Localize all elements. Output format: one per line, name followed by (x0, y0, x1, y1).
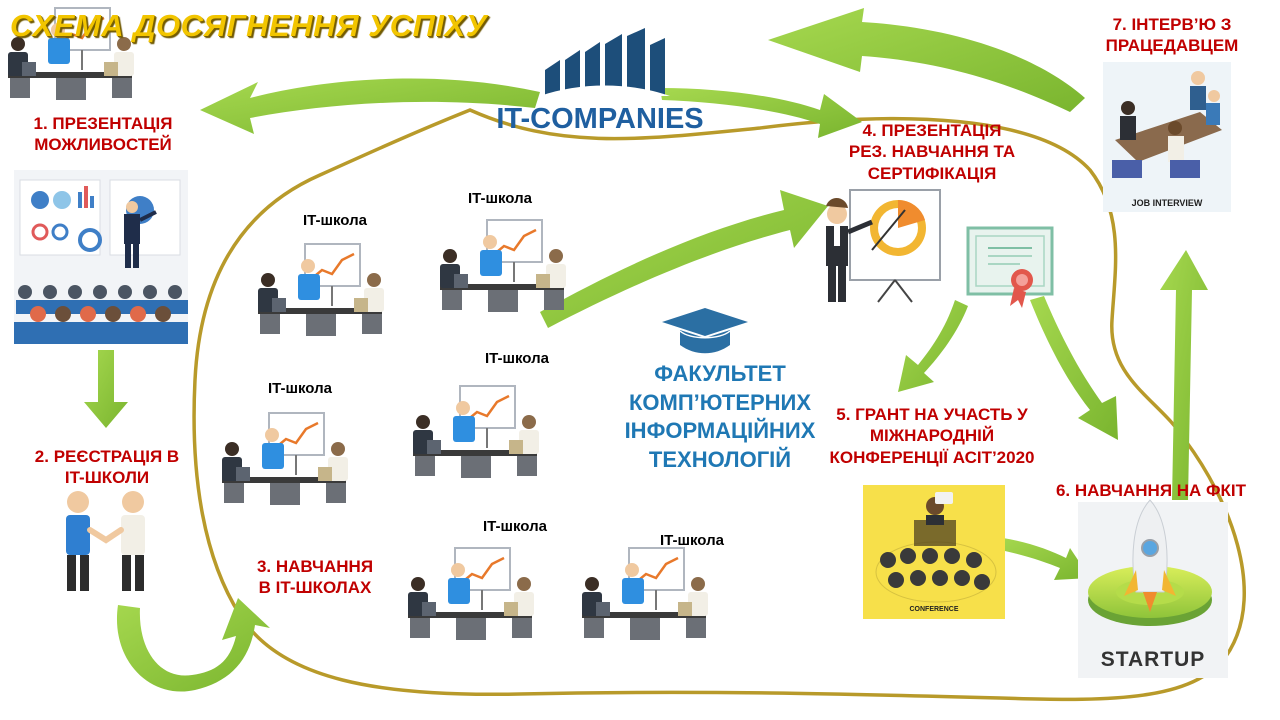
arrow-companies-to-s4 (660, 88, 862, 138)
startup-caption: STARTUP (1100, 648, 1206, 671)
conference-caption: CONFERENCE (909, 606, 959, 613)
faculty-line: ІНФОРМАЦІЙНИХ (624, 418, 816, 444)
arrow-s6-to-s7 (1160, 250, 1208, 500)
handshake-illustration (66, 491, 145, 591)
it-school-label: IT-школа (268, 380, 332, 397)
graduation-cap-icon (662, 308, 748, 354)
faculty-line: ФАКУЛЬТЕТ (654, 361, 786, 386)
faculty-line: ТЕХНОЛОГІЙ (648, 446, 792, 472)
step-1-label: 1. ПРЕЗЕНТАЦІЯ МОЖЛИВОСТЕЙ (8, 113, 198, 156)
arrow-companies-to-s1 (200, 78, 540, 134)
buildings-icon (540, 28, 670, 96)
step-7-label: 7. ІНТЕРВ’Ю З ПРАЦЕДАВЦЕМ (1082, 14, 1262, 57)
step-7-line: 7. ІНТЕРВ’Ю З (1112, 15, 1232, 34)
it-companies-label: IT-COMPANIES (496, 103, 704, 135)
arrow-s4-to-s6 (1030, 296, 1118, 440)
job-interview-illustration (1103, 62, 1231, 212)
it-school-label: IT-школа (468, 190, 532, 207)
step-2-label: 2. РЕЄСТРАЦІЯ В IT-ШКОЛИ (12, 446, 202, 489)
startup-illustration (1078, 499, 1228, 678)
arrow-s4-to-s5 (898, 300, 968, 392)
step-7-line: ПРАЦЕДАВЦЕМ (1105, 36, 1239, 56)
process-loop (192, 108, 1246, 702)
step-4-line: СЕРТИФІКАЦІЯ (867, 163, 997, 183)
page-title: СХЕМА ДОСЯГНЕННЯ УСПІХУ (10, 8, 488, 43)
step-4-line: 4. ПРЕЗЕНТАЦІЯ (862, 121, 1002, 140)
arrow-s5-to-s6 (1000, 538, 1090, 580)
step-6-label: 6. НАВЧАННЯ НА ФКІТ (1055, 481, 1247, 500)
step-5-line: МІЖНАРОДНІЙ (869, 426, 995, 446)
step-5-label: 5. ГРАНТ НА УЧАСТЬ У МІЖНАРОДНІЙ КОНФЕРЕ… (812, 404, 1052, 468)
results-presentation-illustration (826, 189, 941, 303)
it-school-meeting-illustration (8, 7, 134, 100)
arrow-s3-to-s4 (540, 190, 828, 328)
step-4-line: РЕЗ. НАВЧАННЯ ТА (848, 142, 1016, 162)
step-3-line: В IT-ШКОЛАХ (258, 578, 372, 598)
step-3-label: 3. НАВЧАННЯ В IT-ШКОЛАХ (240, 556, 390, 599)
job-interview-caption: JOB INTERVIEW (1131, 198, 1203, 208)
arrow-s1-to-s2 (84, 350, 128, 428)
faculty-line: КОМП’ЮТЕРНИХ (628, 389, 812, 415)
step-4-label: 4. ПРЕЗЕНТАЦІЯ РЕЗ. НАВЧАННЯ ТА СЕРТИФІК… (822, 120, 1042, 184)
step-2-line: IT-ШКОЛИ (64, 468, 150, 488)
it-school-label: IT-школа (660, 532, 724, 549)
step-2-line: 2. РЕЄСТРАЦІЯ В (34, 447, 180, 466)
it-school-label: IT-школа (303, 212, 367, 229)
presentation-illustration (14, 170, 188, 344)
step-5-line: КОНФЕРЕНЦІЇ АСІТ’2020 (829, 447, 1035, 467)
it-school-label: IT-школа (485, 350, 549, 367)
step-1-line: МОЖЛИВОСТЕЙ (34, 135, 172, 155)
step-3-line: 3. НАВЧАННЯ (256, 557, 374, 576)
arrow-s7-to-companies (768, 8, 1085, 112)
it-school-label: IT-школа (483, 518, 547, 535)
step-1-line: 1. ПРЕЗЕНТАЦІЯ (33, 114, 173, 133)
conference-illustration (863, 485, 1005, 619)
certificate-illustration (966, 226, 1054, 308)
faculty-label: ФАКУЛЬТЕТ КОМП’ЮТЕРНИХ ІНФОРМАЦІЙНИХ ТЕХ… (600, 360, 840, 474)
step-5-line: 5. ГРАНТ НА УЧАСТЬ У (836, 405, 1028, 424)
arrow-s2-to-s3 (116, 598, 271, 692)
